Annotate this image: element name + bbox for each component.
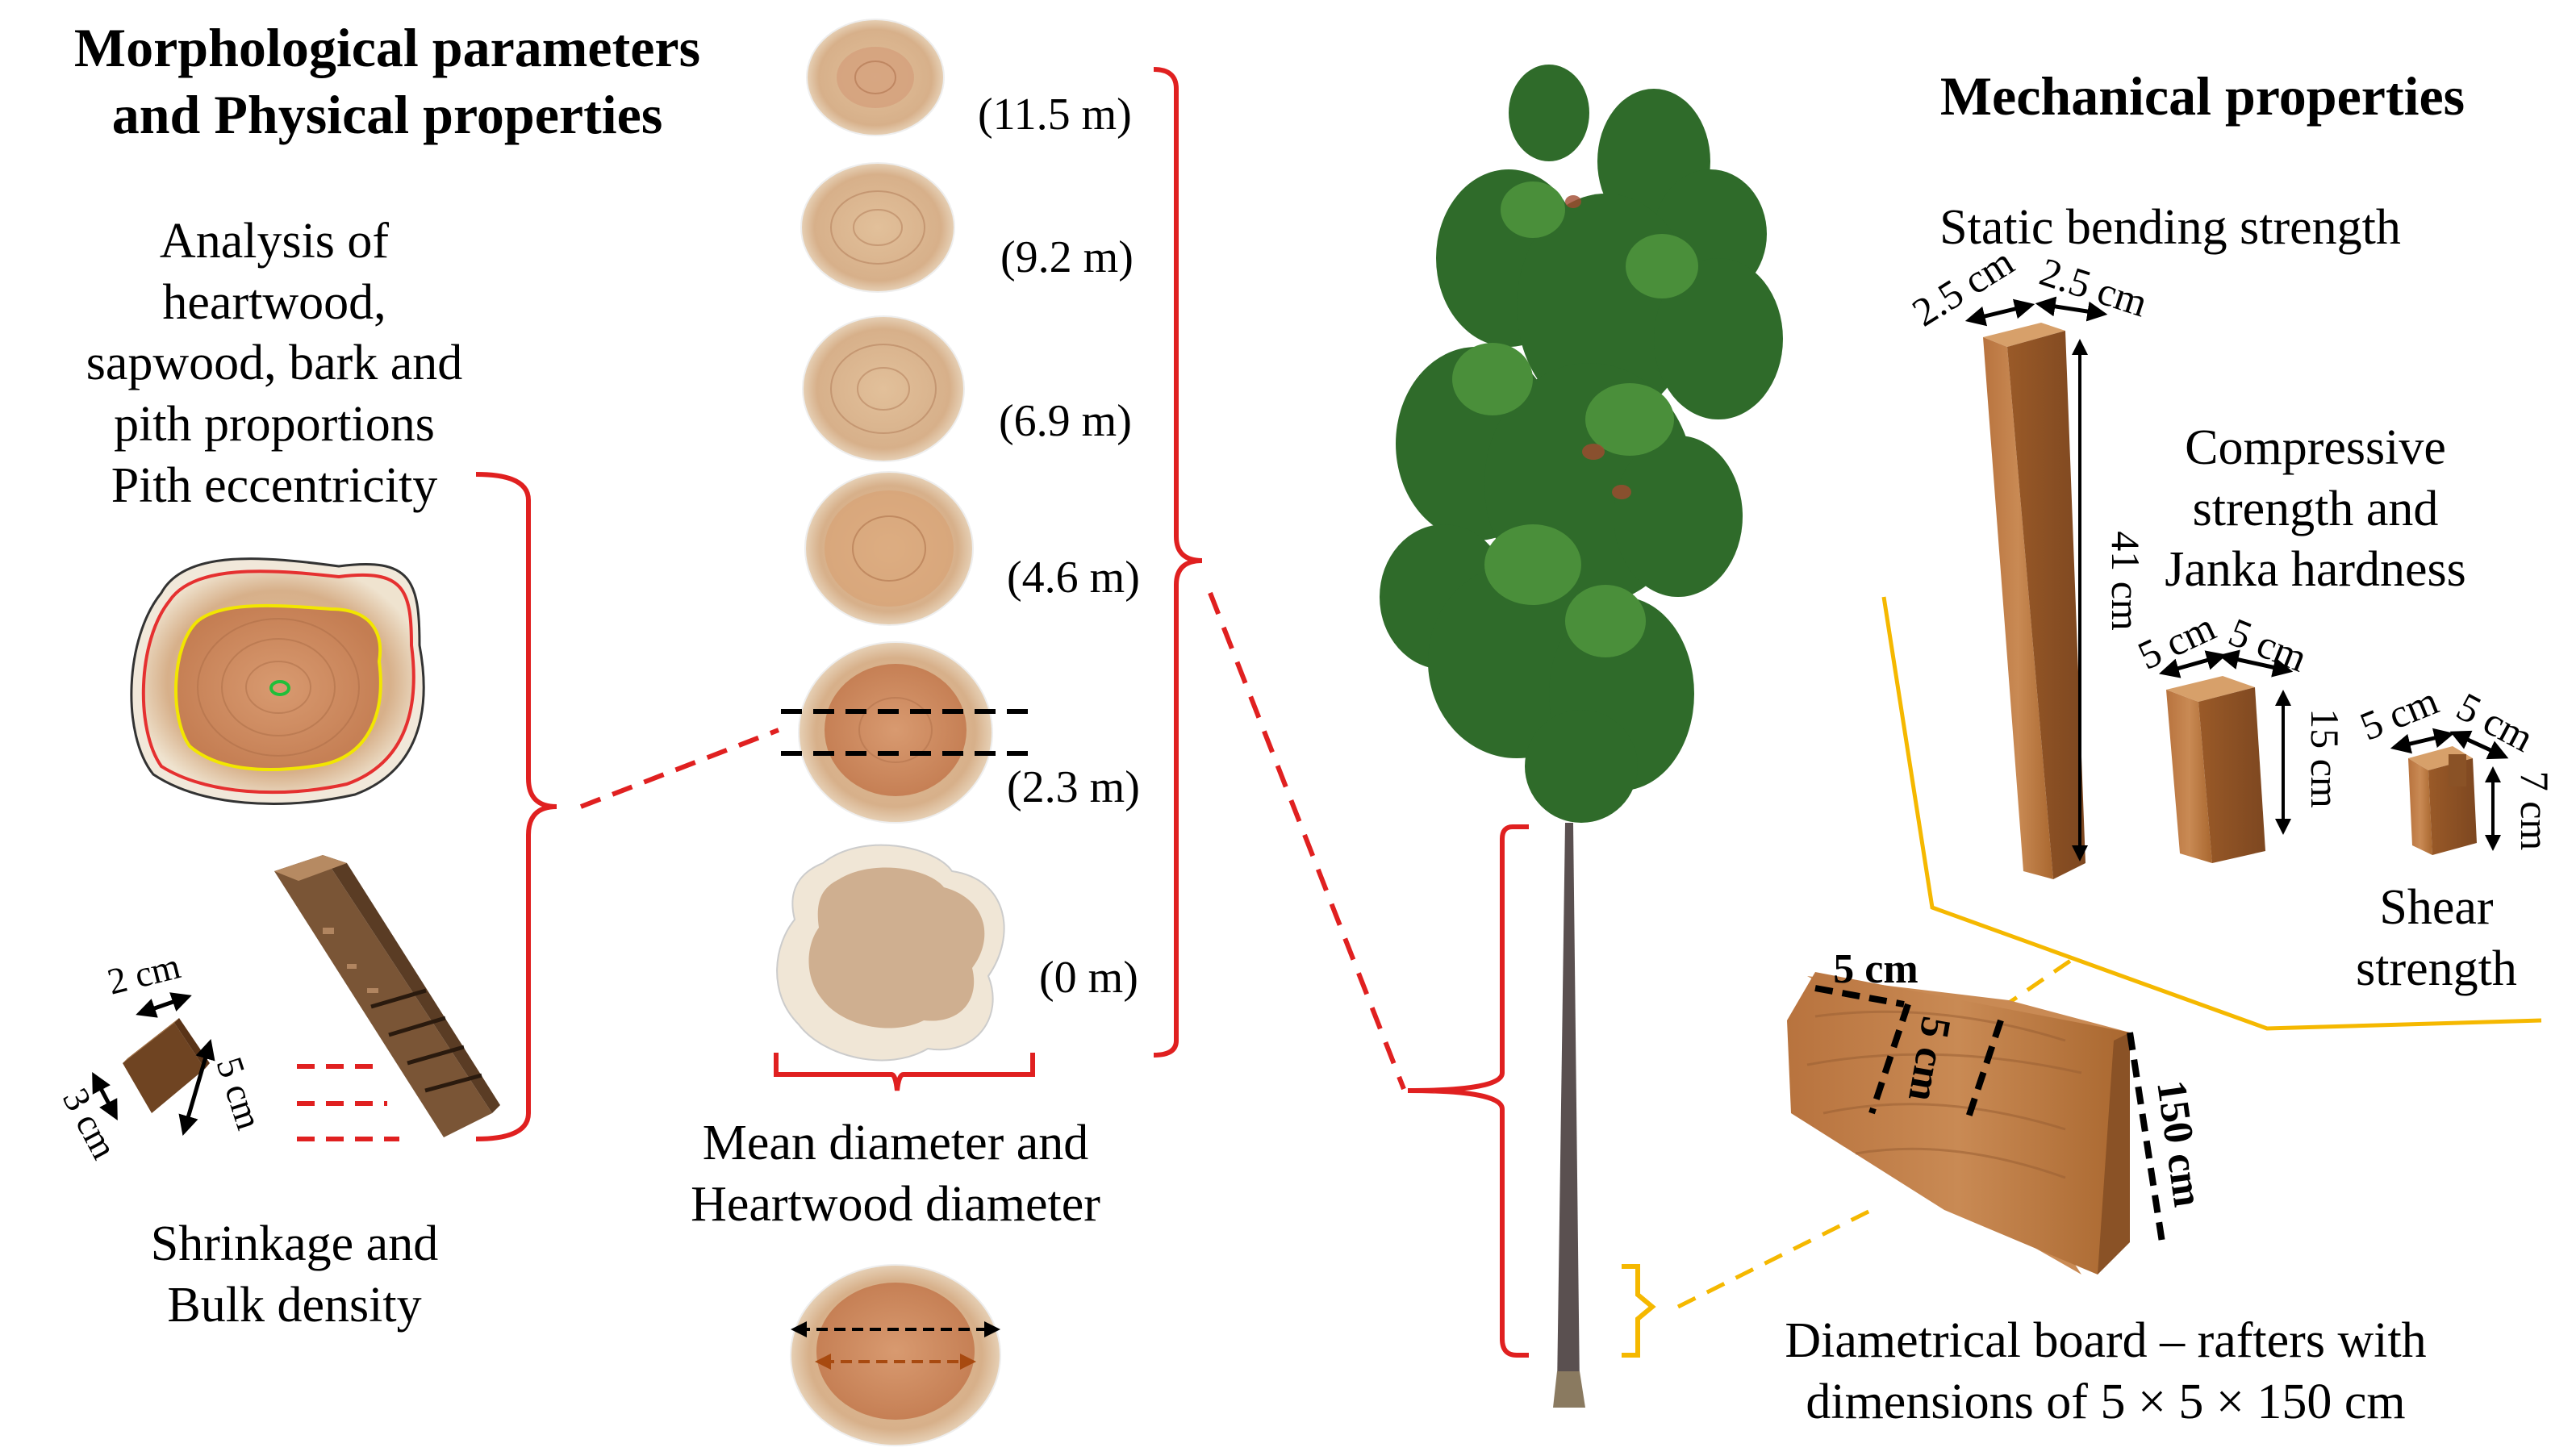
bottom-brace xyxy=(774,1053,1035,1091)
height-label-2: (6.9 m) xyxy=(999,396,1132,446)
left-red-brace xyxy=(475,472,557,1141)
diameter-label: Mean diameter and Heartwood diameter xyxy=(691,1116,1100,1232)
shrinkage-plank xyxy=(274,855,500,1137)
cube-length-arrow xyxy=(178,1039,215,1136)
static-bending-label: Static bending strength xyxy=(1939,200,2401,255)
shear-specimen xyxy=(2408,746,2477,855)
compressive-length-label: 15 cm xyxy=(2303,708,2348,808)
right-title: Mechanical properties xyxy=(1939,65,2465,127)
height-disc-2 xyxy=(802,315,965,462)
shrinkage-label: Shrinkage and Bulk density xyxy=(150,1216,439,1333)
diametrical-board xyxy=(1787,972,2130,1275)
height-label-0: (11.5 m) xyxy=(978,90,1132,140)
cross-section-analysis xyxy=(130,557,425,805)
height-disc-0 xyxy=(806,19,945,136)
height-disc-5 xyxy=(776,844,1005,1062)
board-length-label: 150 cm xyxy=(2148,1078,2211,1210)
shear-depth-arrow xyxy=(2449,730,2509,760)
cube-width-label: 2 cm xyxy=(103,945,185,1002)
discs-to-tree-connector xyxy=(1208,591,1406,1091)
shear-length-label: 7 cm xyxy=(2512,771,2551,851)
height-label-1: (9.2 m) xyxy=(1000,232,1134,282)
shear-depth-label: 5 cm xyxy=(2449,683,2541,761)
cube-thickness-arrow xyxy=(92,1071,118,1121)
height-label-4: (2.3 m) xyxy=(1007,762,1140,812)
shrinkage-dash-connectors xyxy=(297,1064,399,1141)
cube-thickness-label: 3 cm xyxy=(55,1082,126,1166)
height-disc-1 xyxy=(800,162,955,293)
mechanical-yellow-outline xyxy=(1881,596,2542,1031)
tree-illustration xyxy=(1380,65,1783,1408)
shrinkage-cube xyxy=(123,1018,210,1113)
left-title: Morphological parameters and Physical pr… xyxy=(73,17,701,145)
bending-length-label: 41 cm xyxy=(2103,531,2148,631)
base-to-board-connector xyxy=(1676,1208,1873,1309)
brace-to-disc-connector xyxy=(579,728,780,809)
bending-width-arrow xyxy=(1964,298,2035,327)
height-disc-4 xyxy=(798,641,993,824)
shear-label: Shear strength xyxy=(2356,880,2517,996)
board-dash-lines xyxy=(1814,985,2165,1243)
compressive-depth-arrow xyxy=(2218,649,2294,678)
height-label-5: (0 m) xyxy=(1039,953,1138,1003)
cube-length-label: 5 cm xyxy=(208,1052,270,1134)
compressive-specimen xyxy=(2166,676,2265,863)
board-to-specimens-connector xyxy=(1999,953,2079,1011)
board-caption: Diametrical board – rafters with dimensi… xyxy=(1785,1313,2427,1429)
height-disc-3 xyxy=(804,471,974,626)
height-discs-brace xyxy=(1153,67,1203,1058)
shear-width-arrow xyxy=(2390,728,2455,754)
base-yellow-bracket xyxy=(1622,1264,1656,1358)
analysis-label: Analysis of heartwood, sapwood, bark and… xyxy=(86,214,463,513)
height-label-3: (4.6 m) xyxy=(1007,553,1140,603)
compressive-width-arrow xyxy=(2158,650,2227,678)
compressive-depth-label: 5 cm xyxy=(2223,609,2313,681)
trunk-red-bracket xyxy=(1407,824,1529,1358)
cube-width-arrow xyxy=(136,992,192,1018)
compressive-label: Compressive strength and Janka hardness xyxy=(2165,420,2466,598)
static-bending-specimen xyxy=(1983,323,2085,879)
diameter-disc xyxy=(790,1264,1001,1446)
board-width-label: 5 cm xyxy=(1833,946,1918,992)
sampling-dash-lines xyxy=(781,709,1034,756)
bending-depth-arrow xyxy=(2035,296,2108,322)
